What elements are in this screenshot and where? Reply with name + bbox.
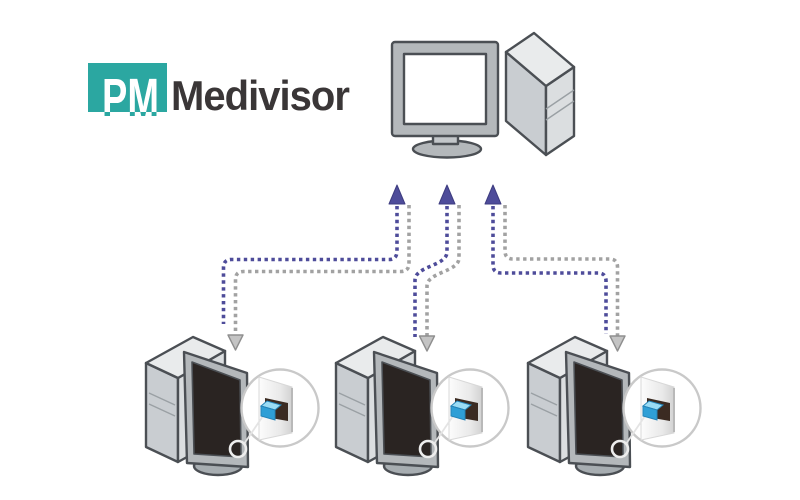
pm-medivisor-logo: PM PM Medivisor	[88, 63, 351, 128]
server-screen	[402, 52, 488, 126]
logo-mark-text: PM	[102, 68, 159, 128]
logo-mark	[88, 63, 167, 112]
workstation-icon-3	[526, 335, 702, 477]
logo-brand-text: Medivisor	[171, 72, 350, 119]
download-arrow-icon-1	[227, 205, 411, 351]
logo-mark-text-overflow: PM	[102, 68, 159, 128]
drive-bay-seams	[545, 89, 575, 121]
server-monitor-icon	[390, 40, 500, 159]
workstation-icon-1	[144, 335, 320, 477]
upload-arrow-icon-2	[413, 184, 456, 337]
upload-arrow-icon-3	[484, 184, 608, 334]
download-arrow-icon-3	[503, 205, 626, 352]
server-tower-icon	[504, 31, 576, 157]
server-computer-icon	[390, 31, 576, 159]
workstation-icon-2	[334, 335, 510, 477]
download-arrow-icon-2	[418, 205, 461, 352]
upload-arrow-icon-1	[221, 184, 406, 324]
